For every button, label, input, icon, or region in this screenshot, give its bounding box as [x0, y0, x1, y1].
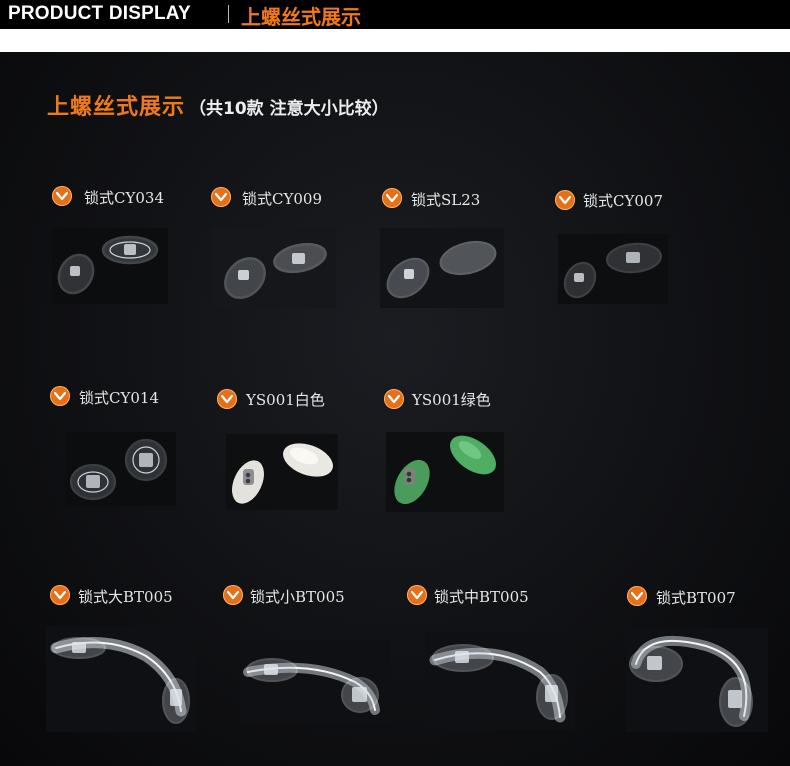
product-photo-bt005-medium	[425, 632, 575, 730]
product-label: 锁式CY009	[242, 190, 323, 208]
product-photo-bt005-large	[46, 626, 196, 732]
top-banner: PRODUCT DISPLAY 上螺丝式展示	[0, 0, 790, 29]
product-photo-cy014	[66, 432, 176, 506]
product-label: 锁式CY034	[84, 189, 165, 207]
section-subtitle: （共10款 注意大小比较）	[189, 99, 389, 119]
product-label: 锁式大BT005	[78, 588, 173, 606]
product-label: YS001白色	[246, 391, 325, 409]
product-photo-ys001-white	[226, 434, 338, 510]
chevron-down-icon	[211, 187, 231, 207]
chevron-down-icon	[627, 586, 647, 606]
chevron-down-icon	[50, 386, 70, 406]
banner-title-cn: 上螺丝式展示	[241, 5, 361, 29]
chevron-down-icon	[555, 190, 575, 210]
product-photo-sl23	[380, 228, 504, 308]
chevron-down-icon	[52, 186, 72, 206]
chevron-down-icon	[384, 389, 404, 409]
product-photo-bt005-small	[240, 640, 390, 724]
chevron-down-icon	[217, 389, 237, 409]
product-label: 锁式BT007	[656, 589, 736, 607]
product-label: 锁式SL23	[411, 191, 481, 209]
product-label: 锁式CY007	[583, 192, 664, 210]
product-photo-cy007	[558, 234, 668, 304]
product-label: 锁式小BT005	[250, 588, 345, 606]
banner-spacer	[0, 29, 790, 52]
product-photo-bt007	[626, 628, 768, 732]
chevron-down-icon	[223, 585, 243, 605]
product-photo-cy034	[52, 228, 168, 304]
section-title: 上螺丝式展示	[47, 95, 186, 120]
product-label: 锁式中BT005	[434, 588, 529, 606]
section-heading: 上螺丝式展示（共10款 注意大小比较）	[47, 89, 389, 121]
banner-title-en: PRODUCT DISPLAY	[8, 3, 191, 24]
product-photo-cy009	[212, 228, 336, 308]
banner-divider	[228, 5, 229, 23]
chevron-down-icon	[50, 585, 70, 605]
chevron-down-icon	[382, 188, 402, 208]
product-label: 锁式CY014	[79, 389, 160, 407]
product-label: YS001绿色	[412, 391, 491, 409]
chevron-down-icon	[407, 585, 427, 605]
product-photo-ys001-green	[386, 432, 504, 512]
